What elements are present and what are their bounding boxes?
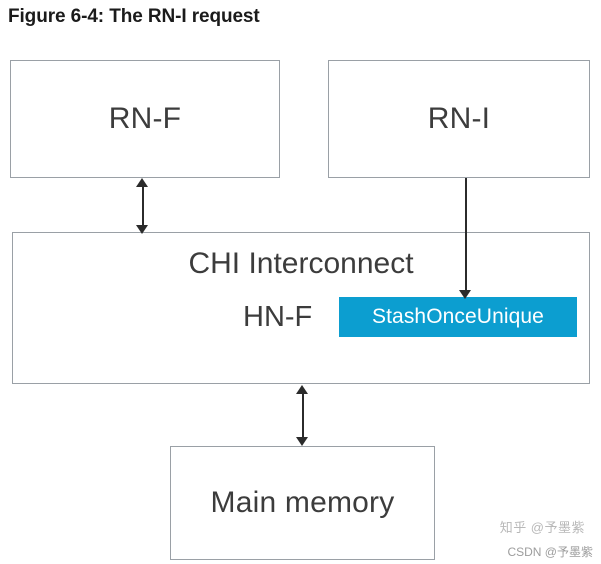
node-chi-interconnect: CHI Interconnect HN-F StashOnceUnique <box>12 232 590 384</box>
connector-rn-i-hn-f-line <box>465 178 467 293</box>
node-rn-i-label: RN-I <box>427 102 491 135</box>
node-hn-f-label: HN-F <box>243 301 313 333</box>
zhihu-watermark: 知乎 @予墨紫 <box>499 520 585 535</box>
node-rn-i: RN-I <box>328 60 590 178</box>
node-main-memory-label: Main memory <box>210 486 395 519</box>
connector-rn-i-hn-f-arrowhead-down-icon <box>459 290 471 299</box>
connector-chi-main-memory-line <box>302 392 304 438</box>
node-rn-f: RN-F <box>10 60 280 178</box>
stash-once-unique-badge: StashOnceUnique <box>339 297 577 337</box>
connector-chi-main-memory-arrowhead-up-icon <box>296 385 308 394</box>
connector-rn-f-chi-arrowhead-up-icon <box>136 178 148 187</box>
node-main-memory: Main memory <box>170 446 435 560</box>
connector-rn-f-chi-line <box>142 186 144 226</box>
node-chi-interconnect-label: CHI Interconnect <box>188 247 414 280</box>
connector-chi-main-memory-arrowhead-down-icon <box>296 437 308 446</box>
connector-rn-f-chi-arrowhead-down-icon <box>136 225 148 234</box>
csdn-watermark: CSDN @予墨紫 <box>507 545 593 559</box>
page-title: Figure 6-4: The RN-I request <box>8 6 260 27</box>
stash-once-unique-badge-label: StashOnceUnique <box>372 305 544 328</box>
node-rn-f-label: RN-F <box>108 102 182 135</box>
